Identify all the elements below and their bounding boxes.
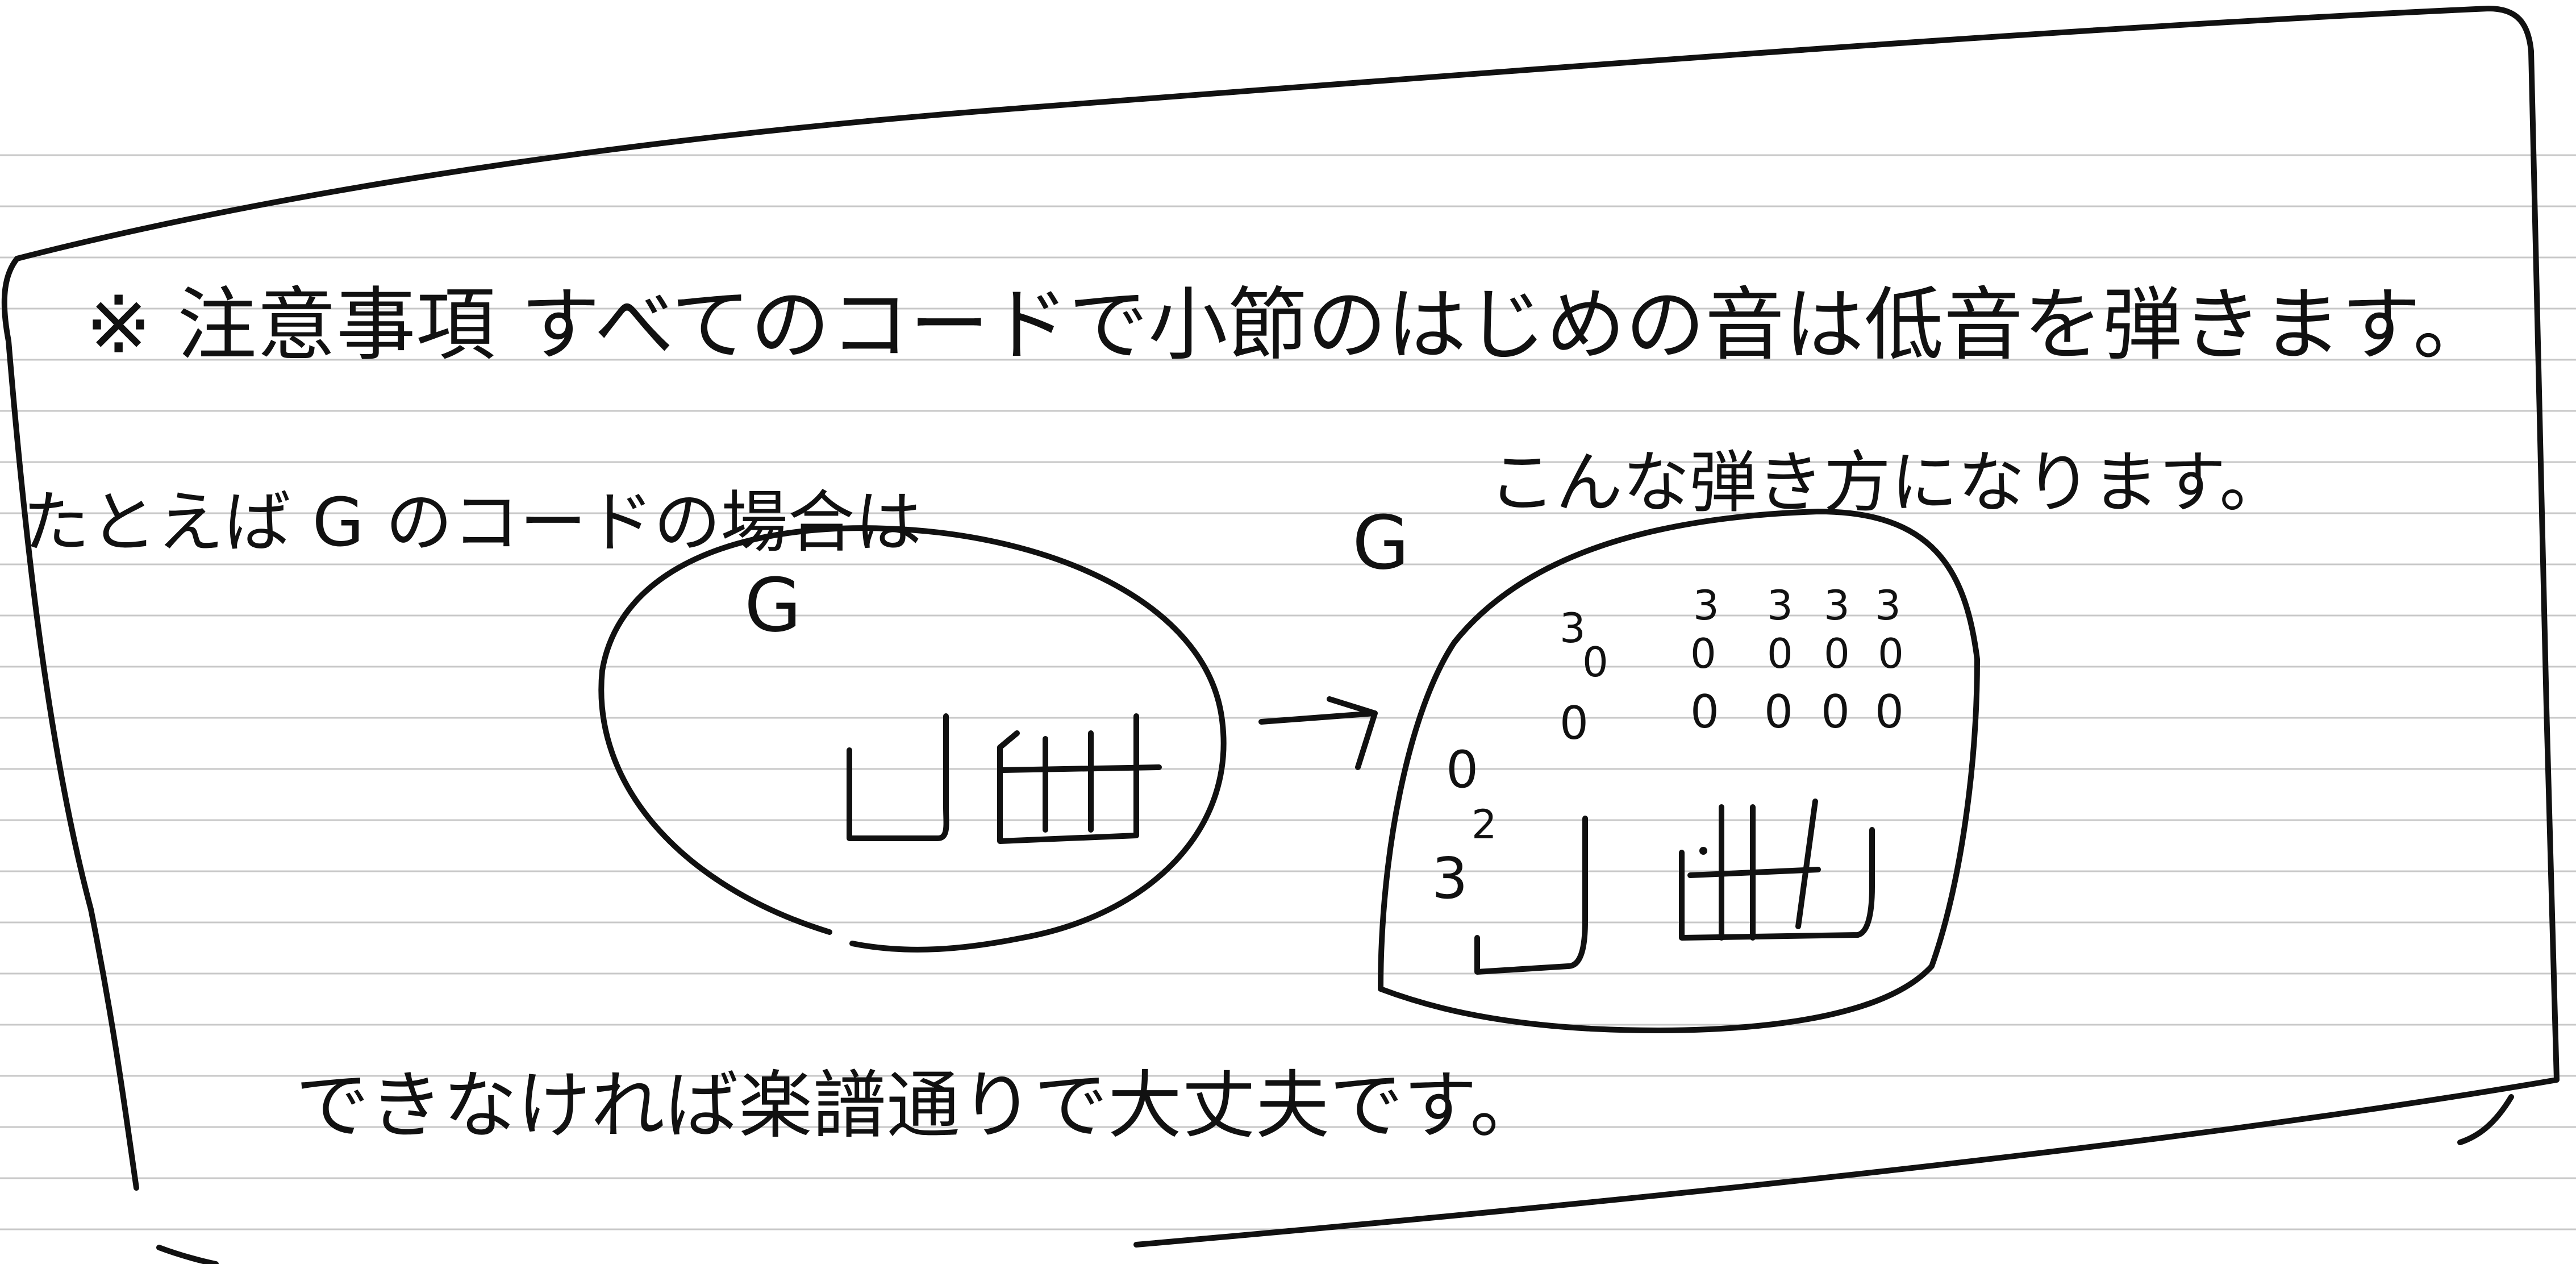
svg-text:3: 3 [1824, 581, 1850, 629]
svg-text:3: 3 [1693, 581, 1719, 629]
svg-text:0: 0 [1875, 685, 1904, 738]
left-rhythm-notation [847, 713, 1162, 844]
svg-text:0: 0 [1560, 697, 1589, 750]
svg-text:0: 0 [1582, 638, 1608, 686]
svg-text:3: 3 [1875, 581, 1901, 629]
caution-heading: ※ 注意事項 すべてのコードで小節のはじめの音は低音を弾きます。 [85, 279, 2492, 372]
arrow [1258, 696, 1378, 770]
svg-text:3: 3 [1767, 581, 1793, 629]
svg-text:3: 3 [1560, 604, 1586, 652]
chord-stacks: 3 0 0 3 0 0 3 0 0 3 0 0 3 0 0 [1560, 581, 1904, 750]
note-frame [1, 6, 2560, 1264]
example-intro: たとえば G のコードの場合は [23, 483, 922, 562]
svg-text:0: 0 [1767, 630, 1793, 677]
right-chord-name: G [1352, 500, 1410, 586]
fallback-note: できなければ楽譜通りで大丈夫です。 [295, 1062, 1544, 1149]
bass-notes: 0 3 2 [1432, 740, 1497, 912]
svg-text:0: 0 [1764, 685, 1793, 738]
right-rhythm-notation [1474, 799, 1875, 975]
example-result: こんな弾き方になります。 [1489, 443, 2286, 522]
svg-text:0: 0 [1690, 630, 1716, 677]
svg-text:2: 2 [1472, 801, 1497, 848]
svg-text:3: 3 [1432, 845, 1468, 912]
svg-text:0: 0 [1821, 685, 1850, 738]
svg-text:0: 0 [1446, 740, 1478, 800]
svg-text:0: 0 [1824, 630, 1850, 677]
svg-text:0: 0 [1878, 630, 1904, 677]
left-chord-name: G [744, 562, 802, 648]
left-chord-bubble [598, 525, 1227, 953]
right-chord-bubble [1378, 509, 1980, 1033]
svg-text:0: 0 [1690, 685, 1719, 738]
